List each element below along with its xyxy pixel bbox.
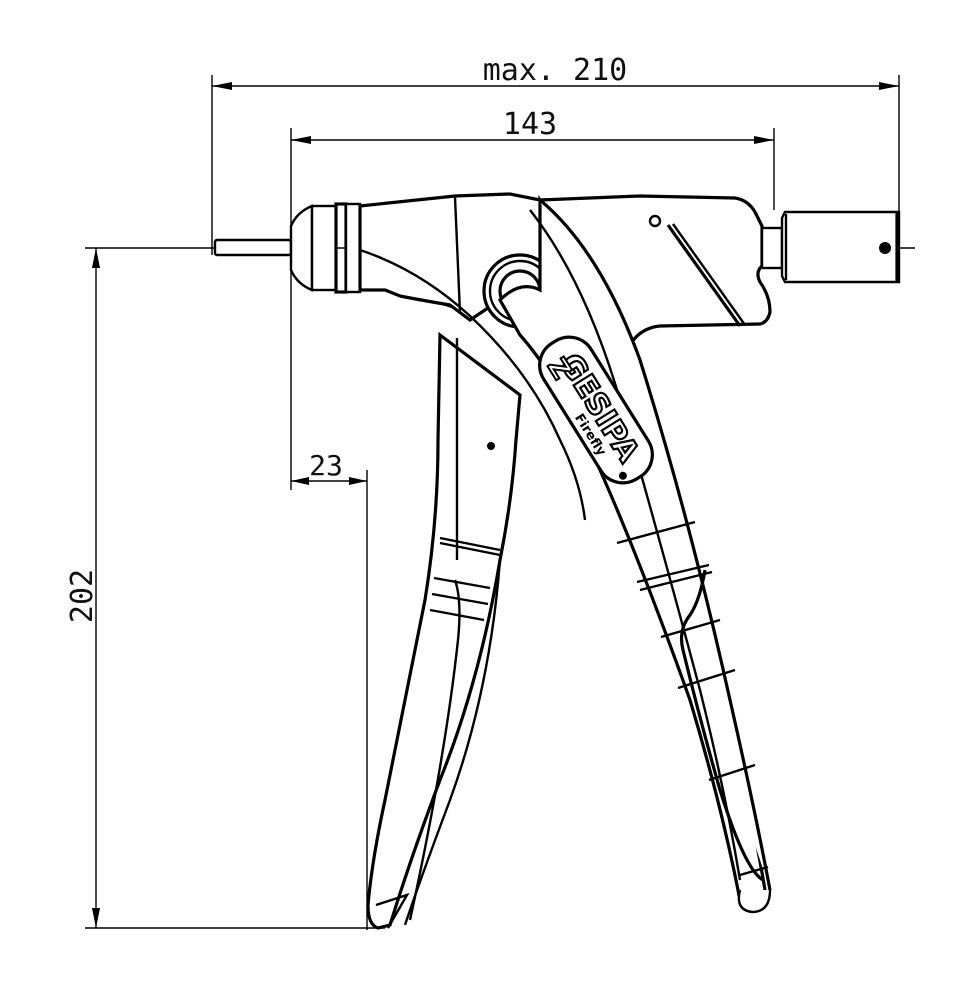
dimension-overall-length: max. 210 xyxy=(211,53,900,255)
dimension-label-body-length: 143 xyxy=(503,107,557,142)
dimension-label-height: 202 xyxy=(65,569,100,623)
dimension-label-offset: 23 xyxy=(309,449,343,482)
dimension-body-length: 143 xyxy=(290,107,775,490)
dimension-label-overall-length: max. 210 xyxy=(483,53,628,88)
pin-dot xyxy=(879,242,891,254)
lever-handle xyxy=(366,331,522,930)
rear-cylinder xyxy=(780,210,901,284)
dimension-height: 202 xyxy=(65,247,385,929)
dimension-offset: 23 xyxy=(291,449,368,930)
nosepiece xyxy=(213,202,362,294)
